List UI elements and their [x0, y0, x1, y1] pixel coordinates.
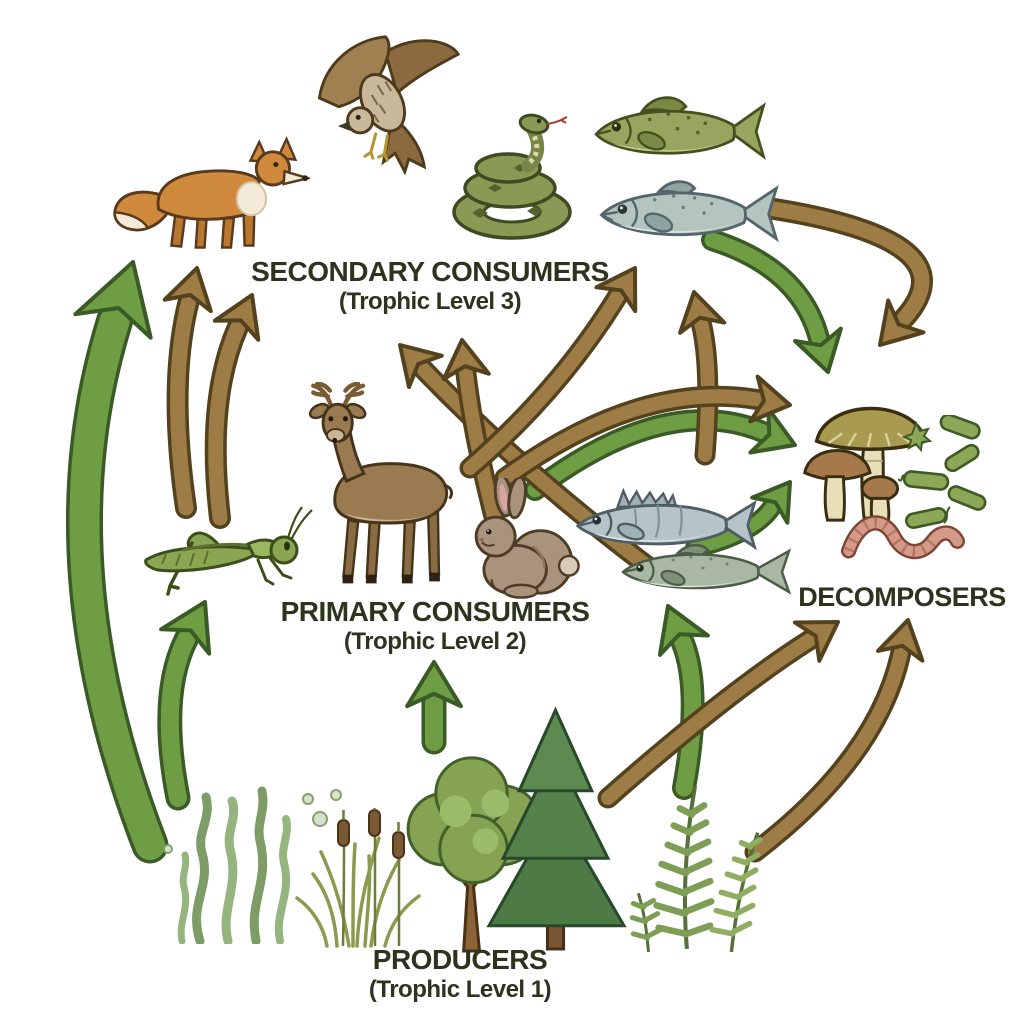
primary-consumers-label: PRIMARY CONSUMERS (Trophic Level 2) [270, 596, 600, 656]
decomposers-label: DECOMPOSERS [780, 582, 1024, 613]
perch-icon [562, 486, 774, 562]
arrow-ferns-to-decomposers [744, 618, 925, 863]
decomposers-title: DECOMPOSERS [798, 582, 1006, 612]
arrow-fish-to-snake [678, 290, 727, 466]
fox-icon [105, 115, 310, 255]
small-salmon-icon [615, 538, 795, 604]
secondary-consumers-title: SECONDARY CONSUMERS [251, 256, 609, 287]
arrow-grasshopper-to-fox [162, 266, 213, 519]
arrow-salmon-outer-to-decomposers [757, 197, 933, 347]
producers-label: PRODUCERS (Trophic Level 1) [310, 944, 610, 1004]
hawk-icon [300, 25, 465, 200]
snake-icon [440, 100, 590, 250]
arrow-grasshopper-to-hawk [204, 293, 261, 529]
grass-cattails-icon [283, 808, 431, 948]
trout-icon [585, 82, 770, 182]
bacteria-icon [898, 415, 993, 540]
deer-icon [288, 382, 473, 590]
secondary-consumers-subtitle: (Trophic Level 3) [338, 288, 522, 316]
arrow-trees-to-decomposers [597, 620, 840, 809]
arrow-seaweed-to-grasshopper [157, 600, 212, 811]
arrow-deer-to-snake [459, 266, 638, 479]
arrow-rabbit-to-decomposers [524, 406, 797, 501]
mushrooms-icon [798, 372, 933, 530]
salmon-icon [592, 168, 782, 260]
primary-consumers-title: PRIMARY CONSUMERS [280, 596, 590, 627]
secondary-consumers-label: SECONDARY CONSUMERS (Trophic Level 3) [230, 256, 630, 316]
deciduous-tree-icon [392, 738, 560, 956]
conifer-tree-icon [482, 702, 630, 954]
seaweed-icon [158, 782, 353, 944]
ferns-icon [618, 772, 770, 954]
arrow-ferns-to-fish [657, 604, 710, 800]
arrow-seaweed-to-fox [65, 260, 169, 864]
rabbit-icon [458, 478, 586, 600]
producers-subtitle: (Trophic Level 1) [368, 976, 552, 1004]
arrow-deer-to-decomposers [494, 374, 792, 489]
arrow-producers-to-primary [405, 660, 463, 755]
arrow-salmon-to-decomposers [701, 229, 843, 374]
producers-title: PRODUCERS [372, 944, 548, 975]
primary-consumers-subtitle: (Trophic Level 2) [343, 628, 527, 656]
grasshopper-icon [128, 498, 313, 603]
earthworm-icon [838, 505, 968, 567]
